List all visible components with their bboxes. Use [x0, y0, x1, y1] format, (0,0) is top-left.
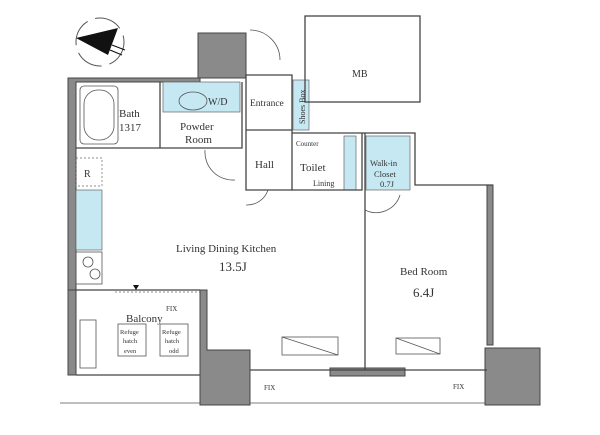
wd-area	[162, 81, 241, 113]
label-fix-balcony: FIX	[166, 305, 177, 313]
label-fix-living: FIX	[264, 384, 275, 392]
label-counter: Counter	[296, 140, 319, 148]
label-mb: MB	[352, 69, 368, 80]
kitchen-sink-area	[75, 189, 103, 251]
lining-area	[343, 135, 357, 191]
label-ldk-size: 13.5J	[219, 259, 247, 274]
label-walk-in: Walk-in	[370, 158, 398, 168]
label-entrance: Entrance	[250, 99, 284, 109]
label-fridge: R	[84, 169, 91, 180]
label-refuge-odd-3: odd	[169, 348, 180, 355]
label-bath-size: 1317	[119, 122, 142, 134]
label-room: Room	[185, 134, 212, 146]
walk-in-closet-area	[365, 135, 411, 191]
label-balcony: Balcony	[126, 313, 163, 325]
label-refuge-even-1: Refuge	[120, 329, 139, 336]
label-toilet: Toilet	[300, 162, 326, 174]
label-powder: Powder	[180, 121, 214, 133]
label-closet: Closet	[374, 169, 396, 179]
label-fix-bed: FIX	[453, 383, 464, 391]
structural-walls	[67, 32, 541, 406]
label-closet-size: 0.7J	[380, 179, 395, 189]
interior-walls	[60, 15, 493, 404]
label-ldk: Living Dining Kitchen	[176, 243, 277, 255]
label-bed-room: Bed Room	[400, 266, 448, 278]
label-refuge-even-2: hatch	[123, 338, 138, 345]
label-hall: Hall	[255, 159, 274, 171]
label-wd: W/D	[208, 97, 227, 108]
label-refuge-odd-2: hatch	[165, 338, 180, 345]
label-refuge-odd-1: Refuge	[162, 329, 181, 336]
label-lining: Lining	[313, 179, 334, 188]
label-bath: Bath	[119, 108, 140, 120]
label-refuge-even-3: even	[124, 348, 137, 355]
north-compass-icon	[75, 17, 126, 67]
label-bed-size: 6.4J	[413, 285, 434, 300]
label-shoes-box: Shoes Box	[298, 90, 307, 124]
